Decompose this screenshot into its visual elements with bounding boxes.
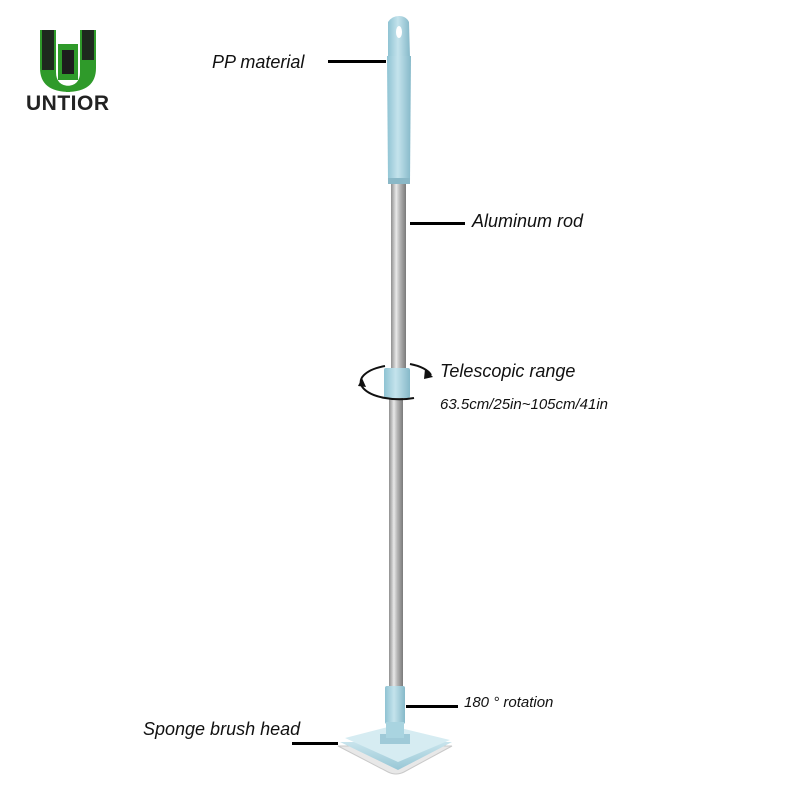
pp-handle [387,16,411,184]
aluminum-rod-upper [391,184,406,369]
label-brush-head: Sponge brush head [143,719,301,739]
label-telescopic-range: Telescopic range [440,361,576,381]
sponge-brush-head [337,722,453,775]
leader-pp-material [328,60,386,63]
leader-rotation [406,705,458,708]
brand-name: UNTIOR [26,92,110,115]
leader-aluminum-rod [410,222,465,225]
label-pp-material: PP material [212,52,305,72]
label-rotation: 180 ° rotation [464,694,554,711]
telescopic-lock [384,368,410,398]
rotation-joint [385,686,405,724]
brand-logo [40,30,96,92]
leader-brush-head [292,742,338,745]
aluminum-rod-lower [389,398,403,688]
label-telescopic-values: 63.5cm/25in~105cm/41in [440,396,609,413]
label-aluminum-rod: Aluminum rod [472,211,584,231]
rotate-arrow-icon [358,363,433,401]
hang-hole [396,26,402,38]
